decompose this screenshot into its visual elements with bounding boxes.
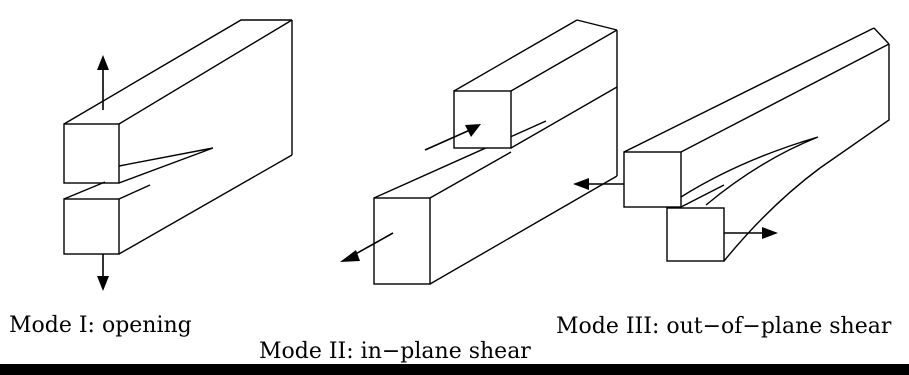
mode3-back-edge — [873, 27, 890, 45]
mode1-arrow-up — [97, 55, 109, 110]
mode2-back-edge — [576, 19, 618, 31]
mode1-lower-arm-face — [63, 198, 120, 255]
mode1-upper-side-edge — [118, 19, 293, 125]
mode3-lower-edge — [680, 184, 725, 208]
mode2-caption: Mode II: in−plane shear — [259, 339, 531, 364]
mode1-upper-arm-face — [63, 123, 120, 184]
mode1-crack — [118, 147, 214, 184]
mode1-specimen — [63, 19, 293, 255]
mode3-specimen — [623, 27, 890, 262]
mode2-lower-top-edge — [429, 151, 512, 199]
mode1-beam-top-edge — [63, 19, 292, 125]
mode1-arrowhead-up — [97, 55, 109, 70]
mode2-crack-line — [373, 120, 547, 199]
mode3-top-edge-inner — [680, 43, 890, 153]
mode3-arrowhead-left — [573, 178, 589, 190]
mode3-arrow-left — [573, 178, 624, 190]
bottom-bar — [0, 364, 909, 375]
mode3-lower-arm-face — [666, 207, 725, 262]
mode3-caption: Mode III: out−of−plane shear — [556, 314, 892, 339]
mode2-mid-edge — [510, 86, 618, 149]
mode2-arrowhead-upper — [465, 124, 481, 137]
mode1-lower-arm-top — [63, 181, 106, 200]
mode3-arrow-right — [724, 227, 778, 239]
mode3-bottom-edge — [723, 167, 821, 262]
mode1-lower-arm-top2 — [118, 184, 151, 200]
mode2-top-edge-a — [453, 19, 578, 92]
mode2-top-edge-b — [510, 29, 618, 92]
mode2-bottom-edge — [429, 175, 618, 285]
mode3-upper-arm-face — [623, 151, 682, 208]
mode1-arrowhead-down — [97, 276, 109, 291]
mode1-beam-bottom-edge — [118, 154, 293, 255]
mode3-top-edge — [623, 27, 875, 153]
mode3-right-edge — [819, 44, 890, 169]
mode3-arrowhead-right — [762, 227, 778, 239]
mode2-upper-arm-face — [453, 90, 512, 149]
mode2-specimen — [373, 19, 618, 285]
mode2-arrow-lower — [340, 232, 394, 262]
mode1-caption: Mode I: opening — [9, 313, 192, 338]
mode2-lower-arm-face — [373, 197, 431, 285]
mode2-arrowhead-lower — [340, 250, 360, 262]
mode1-arrow-down — [97, 254, 109, 291]
mode3-crack — [680, 136, 819, 206]
mode2-arrow-upper — [424, 124, 481, 151]
